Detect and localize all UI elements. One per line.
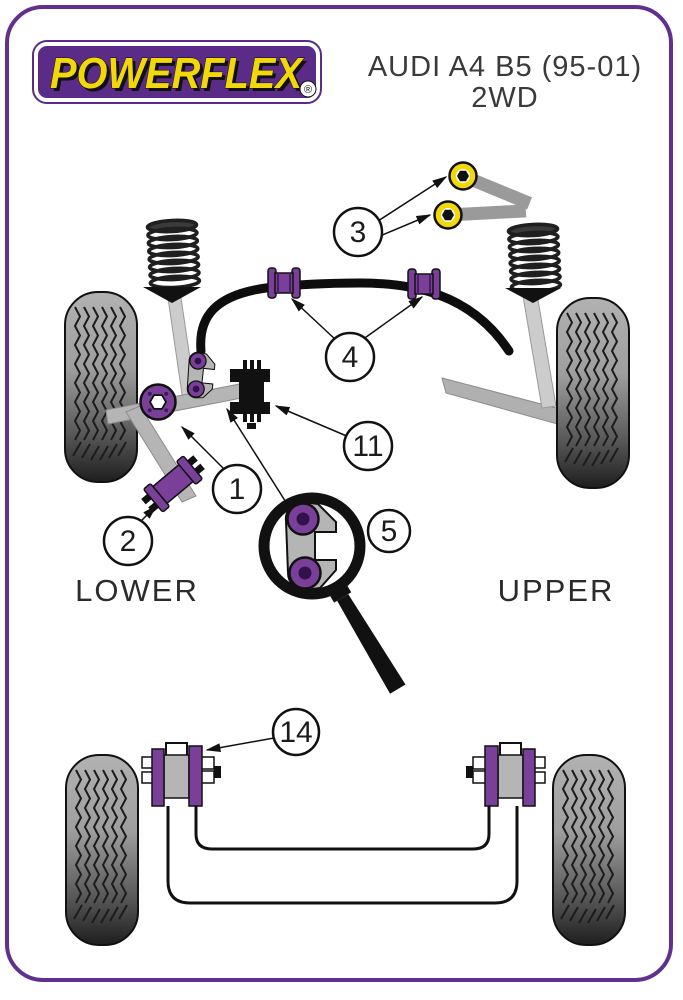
callout-3-number: 3: [350, 216, 367, 249]
label-lower: LOWER: [75, 573, 199, 608]
front-anti-roll-bar: [196, 278, 514, 356]
arrow-4-right: [361, 296, 424, 341]
callout-4: 4: [324, 331, 376, 383]
magnifier: [258, 492, 406, 694]
label-upper: UPPER: [498, 573, 615, 608]
callout-14: 14: [271, 707, 321, 757]
magnifier-handle: [327, 581, 406, 694]
engine-mount: [230, 360, 270, 429]
front-left-spring-seat: [143, 287, 201, 303]
rear-beam-inner: [194, 806, 491, 851]
front-left-tire: [65, 292, 137, 482]
drop-link-upper: [448, 161, 533, 210]
arrow-3-upper: [377, 176, 448, 222]
callout-1-number: 1: [229, 473, 246, 506]
page-title-line2: 2WD: [471, 82, 538, 114]
callout-5-number: 5: [381, 515, 398, 548]
front-right-tire: [557, 298, 629, 488]
registered-mark-circle: [299, 80, 317, 98]
callout-1: 1: [211, 463, 263, 515]
control-arm-front-bush: [139, 383, 177, 421]
logo-text: POWERFLEX: [50, 49, 304, 98]
callout-2: 2: [102, 515, 154, 567]
registered-mark: ®: [304, 84, 312, 96]
arrow-4-left: [290, 297, 338, 342]
front-right-spring-seat: [505, 288, 561, 303]
arb-bush-left: [267, 267, 301, 299]
callout-14-number: 14: [279, 716, 312, 749]
logo-text-shadow: POWERFLEX: [53, 52, 307, 101]
arrow-14: [205, 737, 275, 753]
powerflex-logo: POWERFLEX POWERFLEX ®: [32, 40, 322, 104]
callout-2-number: 2: [120, 525, 137, 558]
arb-bush-right: [407, 268, 441, 300]
rear-beam-mount-right: [465, 742, 546, 807]
callout-11-number: 11: [352, 430, 383, 463]
front-right-spring: [506, 221, 563, 295]
page-title-line1: AUDI A4 B5 (95-01): [368, 51, 642, 83]
callout-4-number: 4: [342, 341, 359, 374]
callout-5: 5: [366, 508, 412, 554]
callout-3: 3: [332, 206, 384, 258]
arrow-1: [180, 425, 228, 473]
arrow-3-lower: [379, 214, 432, 237]
magnifier-leader-line: [226, 407, 290, 508]
arrow-11: [274, 405, 350, 438]
front-left-spring: [145, 217, 202, 291]
callout-11: 11: [342, 420, 394, 472]
rear-beam-outer: [166, 806, 519, 905]
page-border: [5, 5, 673, 982]
rear-right-tire: [553, 755, 625, 945]
drop-link-lower: [433, 200, 527, 230]
rear-left-tire: [66, 755, 138, 945]
rear-beam-mount-left: [141, 742, 222, 807]
front-right-strut: [522, 293, 557, 409]
